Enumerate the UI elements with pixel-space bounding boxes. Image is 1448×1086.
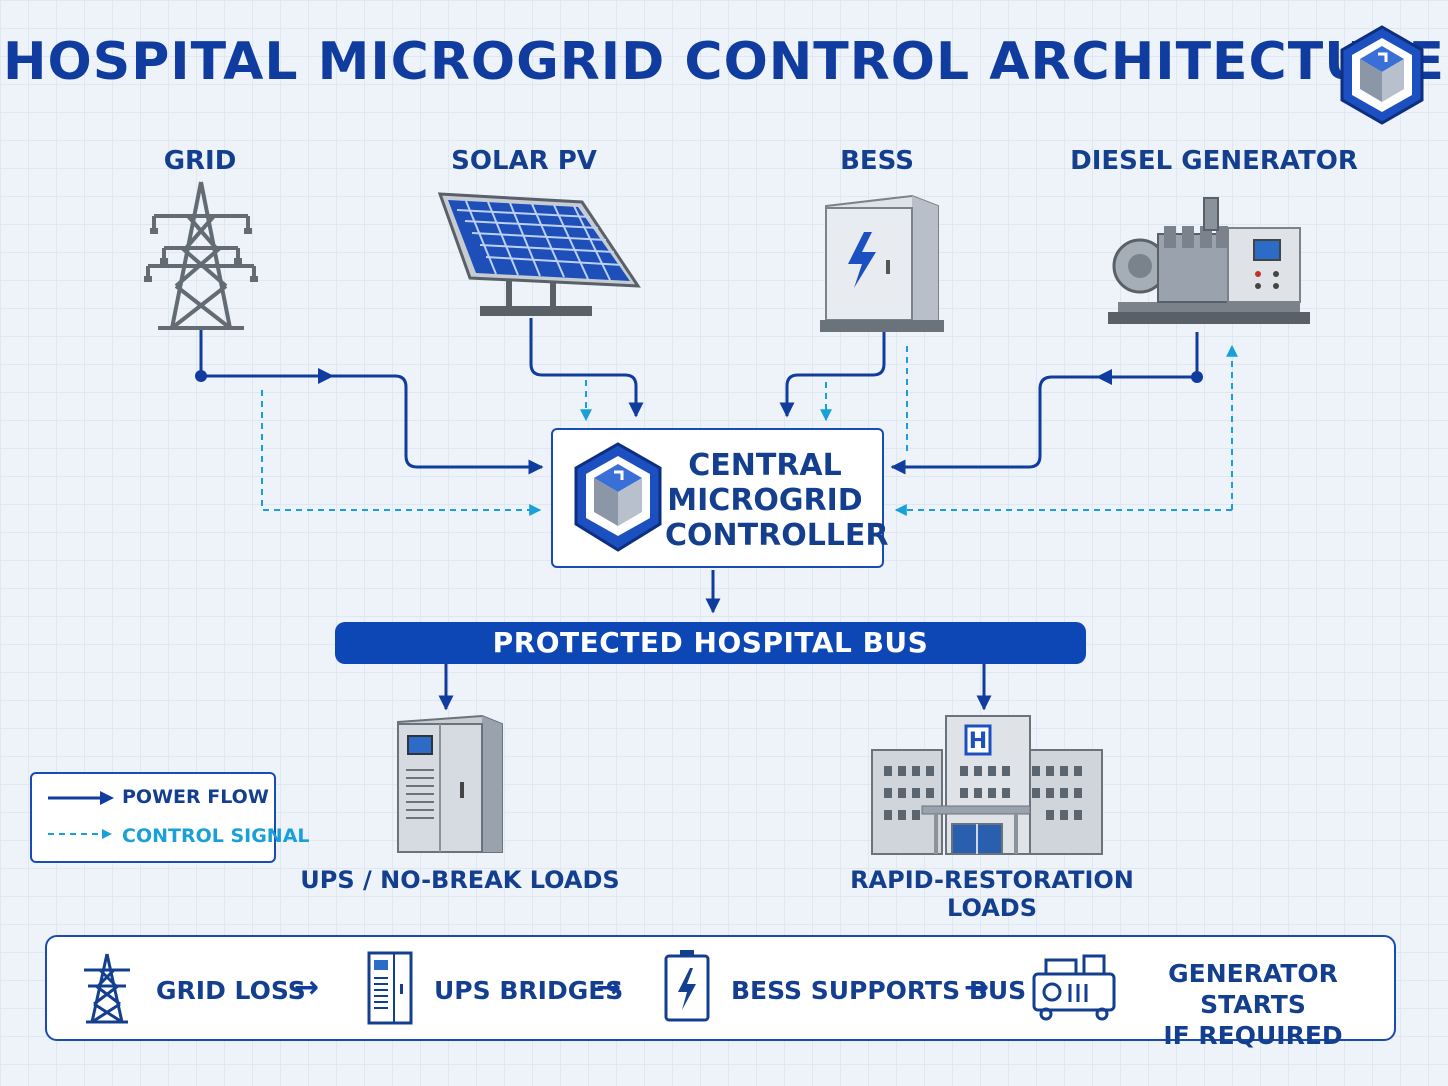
grid-loss-tower-icon [84, 953, 130, 1024]
generator-step-line1: GENERATOR STARTS [1168, 959, 1338, 1019]
bess-label: BESS [840, 146, 914, 176]
diesel-generator-label: DIESEL GENERATOR [1070, 146, 1358, 176]
rapid-restoration-loads-label: RAPID-RESTORATION LOADS [850, 866, 1134, 922]
sequence-strip [45, 935, 1396, 1041]
battery-cabinet-icon [820, 194, 944, 332]
sequence-step-grid-loss: GRID LOSS [156, 976, 306, 1005]
solar-panel-icon [437, 192, 641, 316]
legend-control-signal: CONTROL SIGNAL [122, 825, 310, 847]
diesel-power-line [890, 332, 1199, 475]
legend-box [30, 772, 276, 863]
generator-step-line2: IF REQUIRED [1163, 1021, 1343, 1050]
grid-power-line [199, 330, 544, 475]
grid-control-line [261, 390, 542, 516]
sequence-step-generator: GENERATOR STARTS IF REQUIRED [1138, 958, 1368, 1051]
generator-icon [1032, 954, 1116, 1021]
bess-power-line [779, 332, 886, 418]
grid-label: GRID [163, 146, 237, 176]
controller-label: CENTRAL MICROGRID CONTROLLER [665, 448, 889, 553]
ups-cabinet-icon [397, 714, 503, 853]
sequence-arrow-3: → [964, 970, 990, 1005]
legend-swatches [48, 791, 114, 839]
ups-bridges-icon [367, 951, 413, 1025]
solar-power-line [529, 318, 644, 418]
sequence-step-ups-bridges: UPS BRIDGES [434, 976, 624, 1005]
diesel-generator-icon [1108, 197, 1310, 324]
sequence-arrow-2: → [596, 970, 622, 1005]
sequence-step-bess-supports-bus: BESS SUPPORTS BUS [731, 976, 1027, 1005]
logo-cube-icon [1340, 25, 1424, 125]
sequence-arrow-1: → [294, 970, 320, 1005]
ups-loads-label: UPS / NO-BREAK LOADS [300, 866, 620, 894]
controller-line2: MICROGRID [667, 483, 863, 518]
legend-power-flow: POWER FLOW [122, 786, 269, 808]
solar-pv-label: SOLAR PV [451, 146, 597, 176]
transmission-tower-icon [144, 181, 258, 330]
controller-line3: CONTROLLER [665, 518, 889, 553]
protected-hospital-bus: PROTECTED HOSPITAL BUS [335, 622, 1086, 664]
svg-text:H: H [969, 729, 987, 754]
controller-line1: CENTRAL [688, 448, 842, 483]
diagram-title: HOSPITAL MICROGRID CONTROL ARCHITECTURE [3, 32, 1445, 92]
controller-logo-icon [574, 442, 662, 552]
hospital-building-icon: H [871, 715, 1103, 855]
battery-icon [664, 950, 710, 1022]
